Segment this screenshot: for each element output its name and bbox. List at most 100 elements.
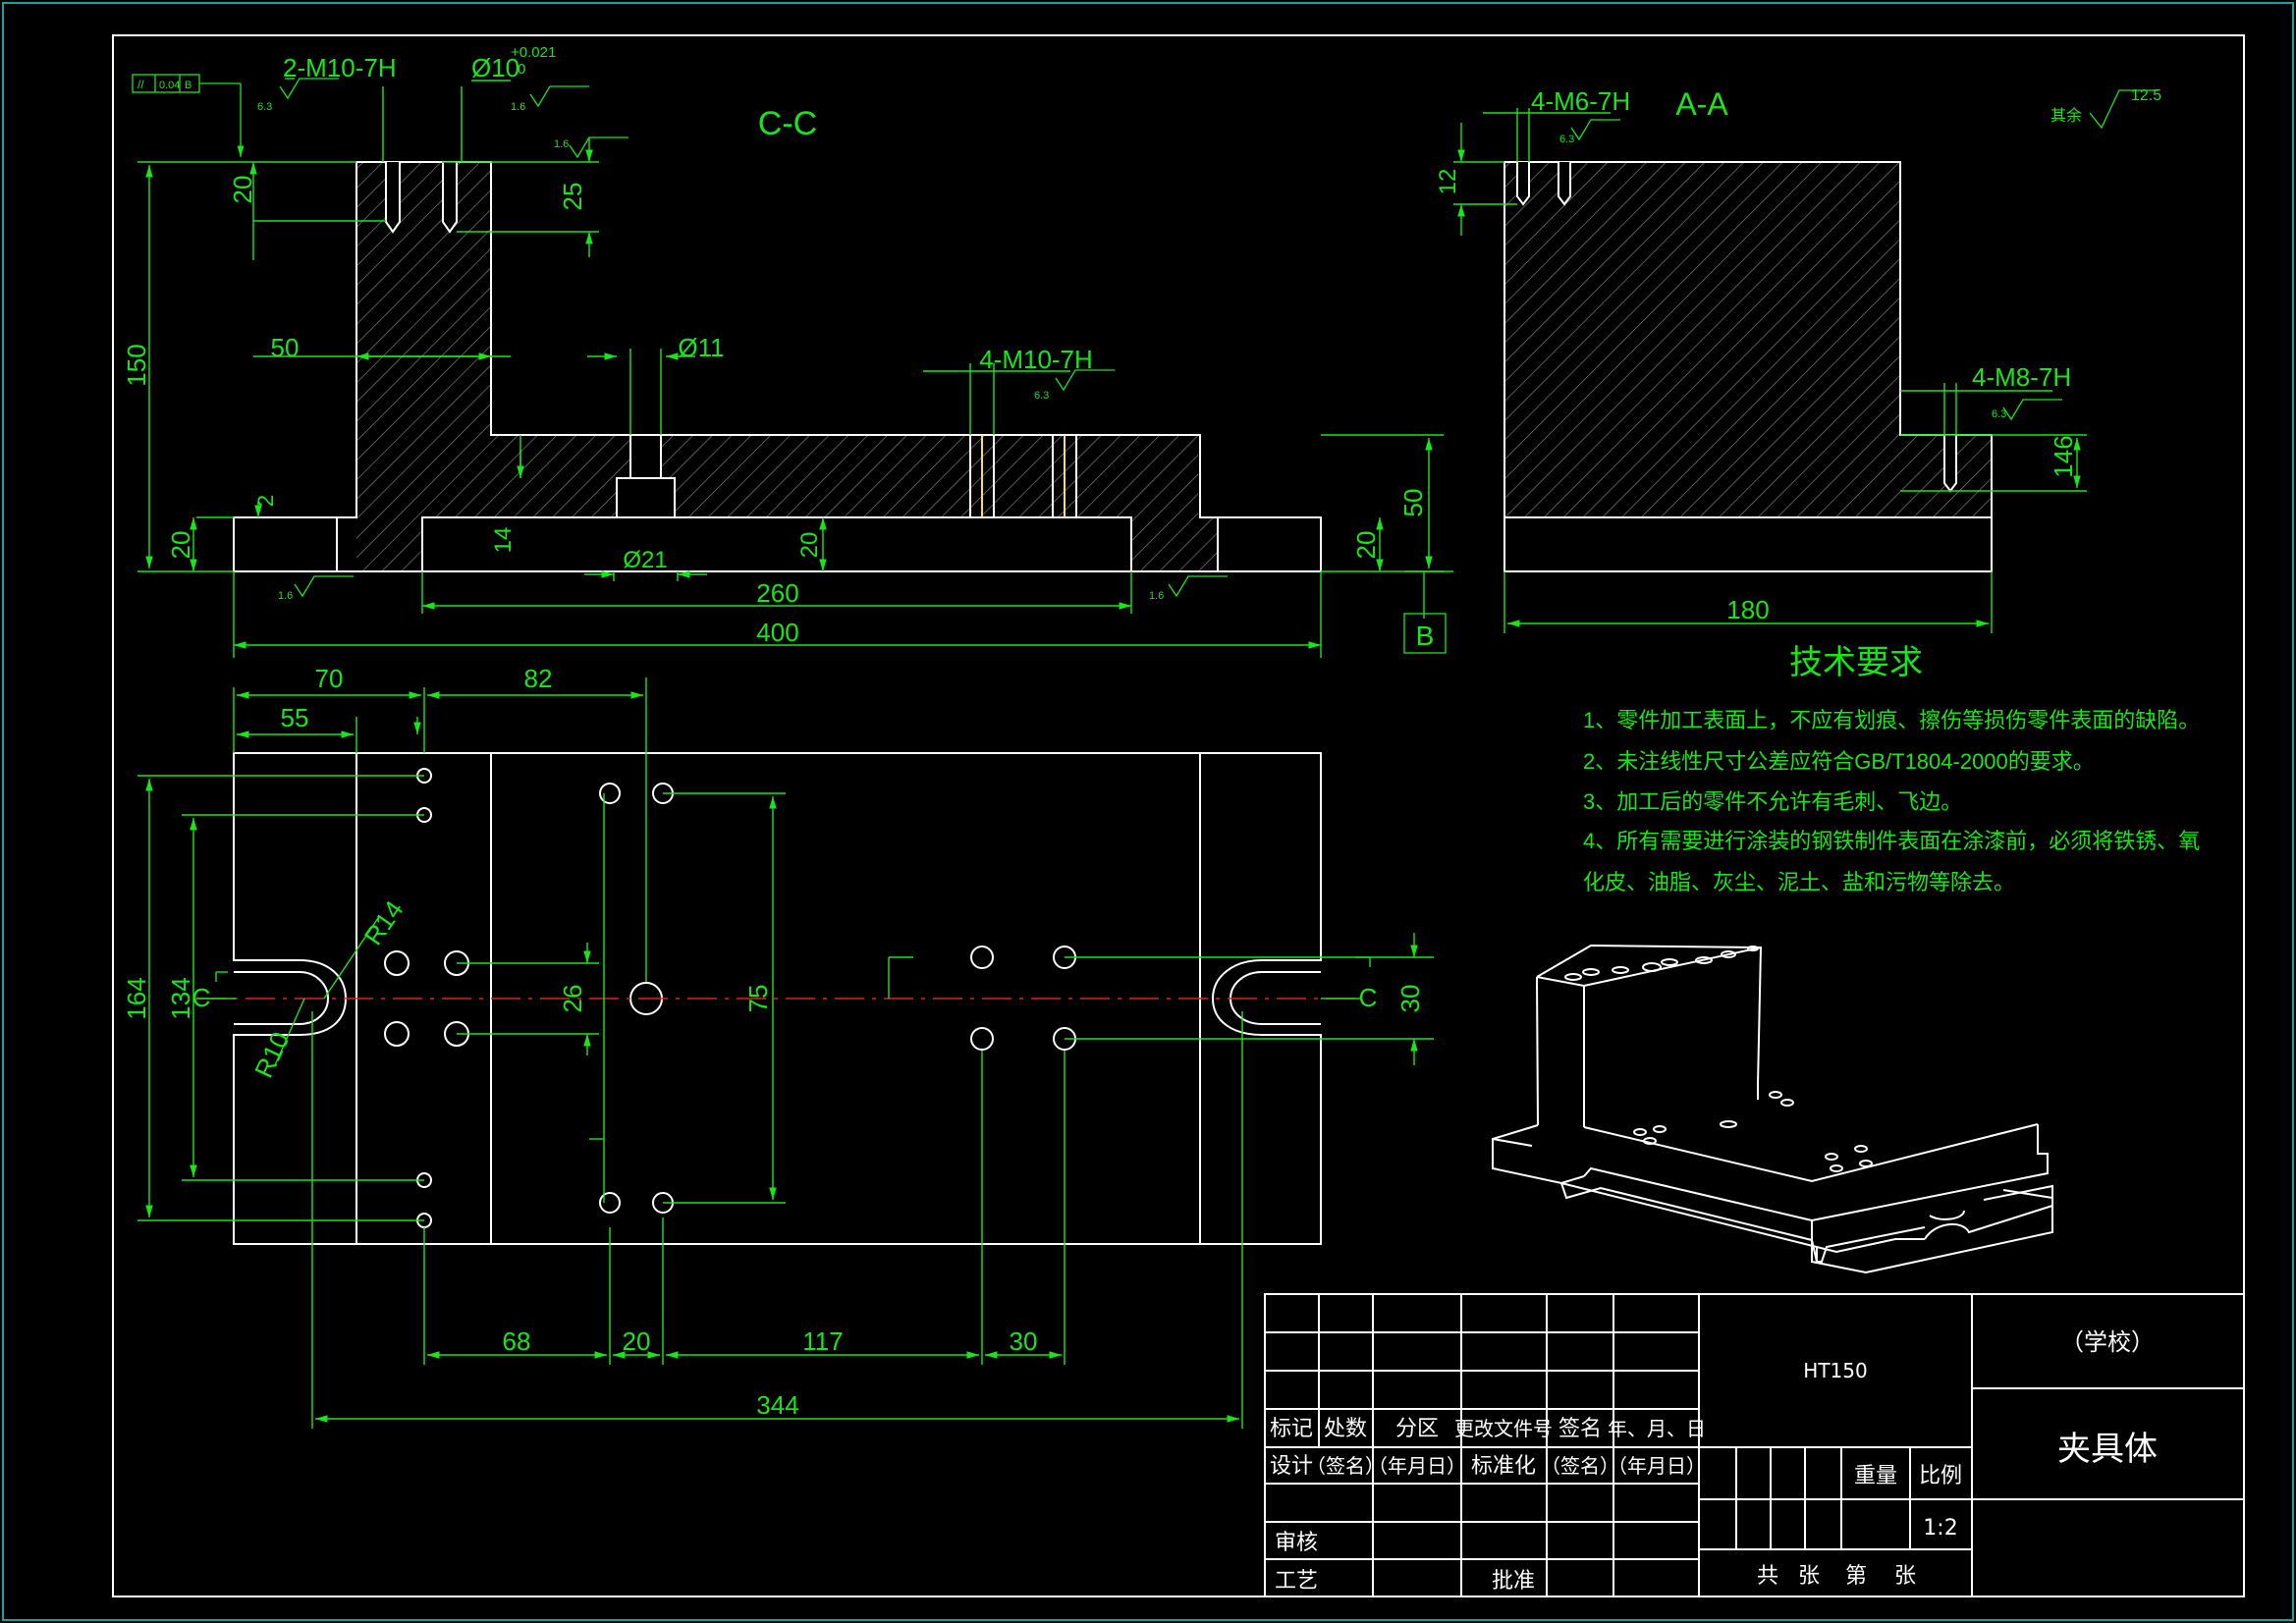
dim-20-right: 20 — [1351, 531, 1381, 560]
datum-label: B — [1416, 621, 1435, 651]
header-signature: 签名 — [1558, 1417, 1602, 1441]
roughness-label: 1.6 — [511, 101, 525, 113]
sheet-unit-label: 张 — [1894, 1564, 1916, 1589]
drawing-frame — [112, 34, 2245, 1597]
tolerance-value: 0.04 — [159, 80, 180, 91]
dim-holes-top: 2-M10-7H — [283, 53, 397, 82]
std-date: （年月日） — [1608, 1454, 1706, 1478]
roughness-label: 1.6 — [278, 590, 293, 602]
dim-117: 117 — [802, 1326, 843, 1356]
dim-70: 70 — [315, 664, 344, 693]
design-signature: （签名） — [1306, 1454, 1385, 1478]
cc-body-hatch — [356, 162, 1218, 571]
cc-base-slot — [421, 516, 1132, 572]
standardization-label: 标准化 — [1471, 1454, 1536, 1479]
dim-150: 150 — [122, 344, 151, 386]
dim-50: 50 — [271, 333, 300, 362]
dim-400: 400 — [756, 618, 798, 647]
dim-r14: R14 — [358, 895, 410, 950]
sheets-total-label: 共 — [1757, 1564, 1778, 1589]
dim-344: 344 — [756, 1390, 798, 1420]
roughness-symbols — [132, 74, 2159, 654]
header-mark: 标记 — [1270, 1417, 1313, 1441]
review-label: 审核 — [1275, 1531, 1318, 1555]
cc-counterbore — [616, 477, 676, 518]
weight-label: 重量 — [1854, 1464, 1897, 1488]
header-change-doc: 更改文件号 — [1454, 1417, 1553, 1440]
process-label: 工艺 — [1275, 1569, 1318, 1594]
title-block — [1264, 1293, 2245, 1597]
part-name: 夹具体 — [2057, 1430, 2158, 1469]
aa-dimension-text: 4-M6-7H 12 4-M8-7H 146 180 — [1435, 86, 2078, 624]
header-date: 年、月、日 — [1608, 1417, 1706, 1440]
tech-line: 化皮、油脂、灰尘、泥土、盐和污物等除去。 — [1583, 870, 2015, 894]
sheets-unit-label: 张 — [1798, 1564, 1820, 1589]
dim-12: 12 — [1435, 169, 1461, 195]
dim-260: 260 — [756, 578, 798, 608]
dim-dia11: Ø11 — [678, 333, 724, 362]
plan-dimension-text: 70 82 55 R14 R10 164 134 26 75 30 68 20 … — [122, 664, 1425, 1420]
approve-label: 批准 — [1492, 1569, 1535, 1594]
sheet-number-label: 第 — [1845, 1564, 1867, 1589]
dim-bore: Ø10 — [471, 53, 519, 82]
dim-m8-holes: 4-M8-7H — [1972, 362, 2071, 392]
isometric-view — [1492, 944, 2053, 1274]
dim-m6-holes: 4-M6-7H — [1531, 86, 1630, 116]
ratio-label: 比例 — [1919, 1464, 1962, 1488]
section-mark-left: C — [192, 983, 211, 1012]
dim-14: 14 — [490, 527, 517, 554]
technical-requirements: 技术要求 1、零件加工表面上，不应有划痕、擦伤等损伤零件表面的缺陷。 2、未注线… — [1583, 644, 2200, 894]
tech-line: 3、加工后的零件不允许有毛刺、飞边。 — [1583, 789, 1962, 814]
dim-146: 146 — [2049, 435, 2078, 477]
tech-title: 技术要求 — [1789, 644, 1923, 681]
tech-line: 2、未注线性尺寸公差应符合GB/T1804-2000的要求。 — [1583, 749, 2095, 774]
roughness-label: 6.3 — [1034, 390, 1049, 402]
dim-20: 20 — [623, 1326, 651, 1356]
header-count: 处数 — [1324, 1417, 1367, 1441]
scale-value: 1:2 — [1923, 1516, 1957, 1541]
dim-20-left: 20 — [166, 531, 195, 560]
section-aa-view — [1503, 161, 1993, 572]
dim-55: 55 — [281, 703, 309, 732]
school-label: （学校） — [2060, 1328, 2155, 1356]
dim-2: 2 — [253, 495, 278, 507]
material-label: HT150 — [1803, 1359, 1867, 1382]
dim-20-mid: 20 — [796, 532, 823, 559]
dim-dia21: Ø21 — [623, 547, 667, 573]
dim-68: 68 — [503, 1326, 531, 1356]
design-date: （年月日） — [1368, 1454, 1466, 1478]
roughness-label: 1.6 — [1149, 590, 1164, 602]
dim-25: 25 — [558, 183, 587, 211]
dim-82: 82 — [524, 664, 553, 693]
view-labels: C-C A-A B C C 其余 12.5 6.3 1.6 1.6 1.6 1.… — [137, 78, 2161, 1012]
dim-30: 30 — [1010, 1326, 1038, 1356]
dim-180: 180 — [1726, 595, 1769, 624]
dim-134: 134 — [166, 977, 195, 1019]
title-block-text: HT150 （学校） 夹具体 标记 处数 分区 更改文件号 签名 年、月、日 设… — [1270, 1328, 2158, 1594]
tech-line: 1、零件加工表面上，不应有划痕、擦伤等损伤零件表面的缺陷。 — [1583, 708, 2200, 732]
roughness-label: 6.3 — [257, 101, 272, 113]
dim-26: 26 — [558, 985, 587, 1013]
surface-rest-value: 12.5 — [2131, 87, 2161, 104]
surface-rest-label: 其余 — [2050, 106, 2082, 125]
roughness-label: 1.6 — [554, 138, 569, 150]
dim-164: 164 — [122, 977, 151, 1019]
dimension-lines — [137, 78, 2087, 1429]
tech-line: 4、所有需要进行涂装的钢铁制件表面在涂漆前，必须将铁锈、氧 — [1583, 829, 2200, 853]
section-mark-right: C — [1359, 983, 1378, 1012]
dim-bore-tol-lower: 0 — [518, 61, 525, 78]
tolerance-datum: B — [185, 80, 191, 91]
dim-bore-tol-upper: +0.021 — [511, 44, 556, 61]
view-title-cc: C-C — [758, 105, 817, 142]
cc-dimension-text: 2-M10-7H Ø10 +0.021 0 20 25 150 50 Ø11 4… — [122, 44, 1428, 647]
dim-30-right: 30 — [1395, 985, 1425, 1013]
dim-75: 75 — [743, 985, 773, 1013]
dim-20-top: 20 — [228, 176, 257, 204]
tolerance-symbol: // — [137, 78, 144, 91]
view-title-aa: A-A — [1675, 86, 1728, 122]
std-signature: （签名） — [1541, 1454, 1619, 1478]
header-zone: 分区 — [1395, 1417, 1439, 1441]
dim-50-right: 50 — [1398, 489, 1428, 517]
